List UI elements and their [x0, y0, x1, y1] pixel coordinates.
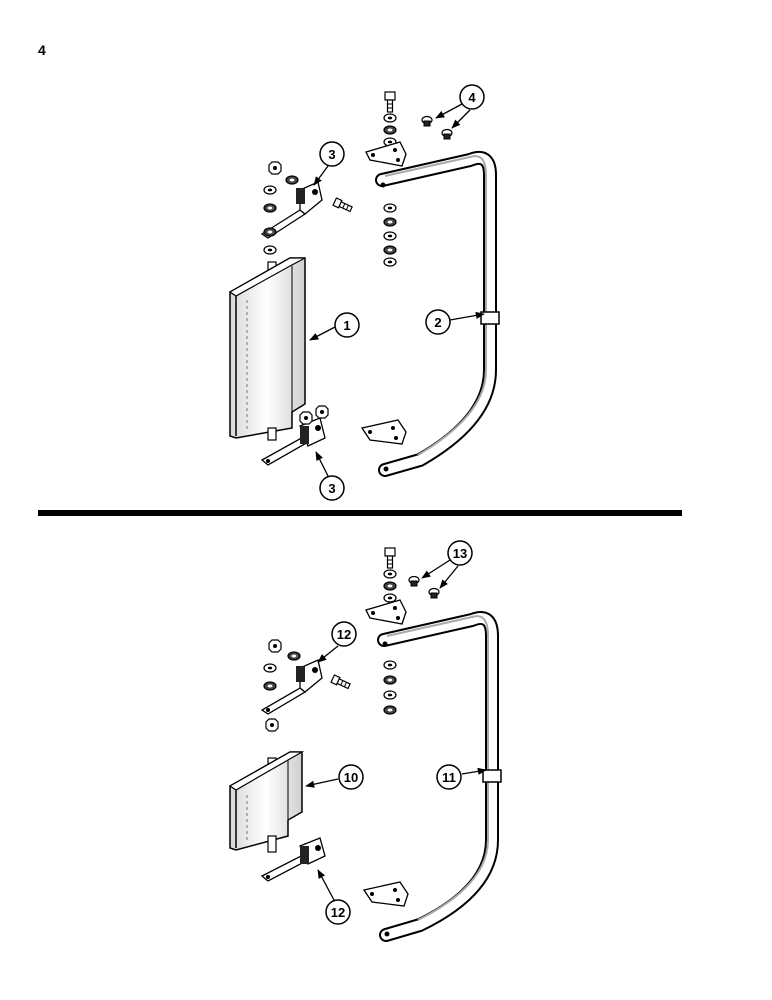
callout-label: 4: [468, 90, 476, 105]
washer-icon: [383, 113, 397, 123]
mount-plate-lower: [362, 881, 409, 907]
mount-plate-upper: [365, 599, 407, 625]
bolt-icon: [384, 547, 396, 569]
bracket-lower-part-12: [260, 837, 326, 882]
capnut-icon: [428, 587, 440, 599]
callout-4: 4: [435, 84, 485, 129]
mirror-arm-part-11: [377, 611, 502, 942]
washer-icon: [383, 593, 397, 603]
capnut-icon: [408, 575, 420, 587]
bolt-icon: [384, 91, 396, 113]
nut-icon: [299, 411, 313, 425]
lockwasher-icon: [263, 681, 277, 691]
callout-1: 1: [309, 312, 360, 341]
lower-assembly: 10 11 12 12 13: [228, 540, 502, 942]
callout-12-lower: 12: [317, 869, 351, 925]
page-number: 4: [38, 42, 46, 58]
nut-icon: [268, 161, 282, 175]
callout-label: 3: [328, 481, 335, 496]
screw-icon: [332, 197, 354, 214]
washer-icon: [263, 245, 277, 255]
nut-icon: [268, 639, 282, 653]
lockwasher-icon: [383, 125, 397, 135]
lockwasher-icon: [383, 675, 397, 685]
callout-10: 10: [305, 764, 364, 790]
washer-icon: [263, 185, 277, 195]
bracket-lower-part-3: [260, 417, 326, 466]
mount-plate-lower: [360, 419, 407, 445]
mirror-head-part-1: [228, 257, 306, 441]
mirror-arm-part-2: [375, 150, 500, 477]
mirror-head-part-10: [228, 751, 305, 853]
bracket-upper-part-12: [260, 659, 323, 715]
capnut-icon: [421, 115, 433, 127]
lockwasher-icon: [263, 203, 277, 213]
lockwasher-icon: [287, 651, 301, 661]
washer-icon: [383, 257, 397, 267]
callout-11: 11: [436, 764, 487, 790]
washer-icon: [263, 663, 277, 673]
callout-label: 12: [337, 627, 351, 642]
lockwasher-icon: [383, 245, 397, 255]
screw-icon: [330, 674, 352, 691]
callout-label: 13: [453, 546, 467, 561]
callout-3-lower: 3: [315, 451, 345, 501]
washer-icon: [383, 231, 397, 241]
callout-2: 2: [425, 309, 485, 335]
callout-label: 3: [328, 147, 335, 162]
washer-icon: [383, 660, 397, 670]
callout-label: 11: [442, 770, 456, 785]
capnut-icon: [441, 128, 453, 140]
callout-label: 1: [343, 318, 350, 333]
mount-plate-upper: [365, 141, 407, 167]
nut-icon: [315, 405, 329, 419]
callout-label: 10: [344, 770, 358, 785]
washer-icon: [383, 569, 397, 579]
lockwasher-icon: [285, 175, 299, 185]
callout-12-upper: 12: [317, 621, 357, 663]
upper-assembly: 1 2 3 3 4: [228, 84, 500, 501]
callout-3-upper: 3: [313, 141, 345, 186]
lockwasher-icon: [383, 217, 397, 227]
nut-icon: [265, 718, 279, 732]
lockwasher-icon: [263, 227, 277, 237]
callout-label: 12: [331, 905, 345, 920]
lockwasher-icon: [383, 581, 397, 591]
section-divider: [38, 510, 682, 516]
lockwasher-icon: [383, 705, 397, 715]
washer-icon: [383, 690, 397, 700]
callout-label: 2: [434, 315, 441, 330]
callout-13: 13: [421, 540, 473, 589]
washer-icon: [383, 203, 397, 213]
